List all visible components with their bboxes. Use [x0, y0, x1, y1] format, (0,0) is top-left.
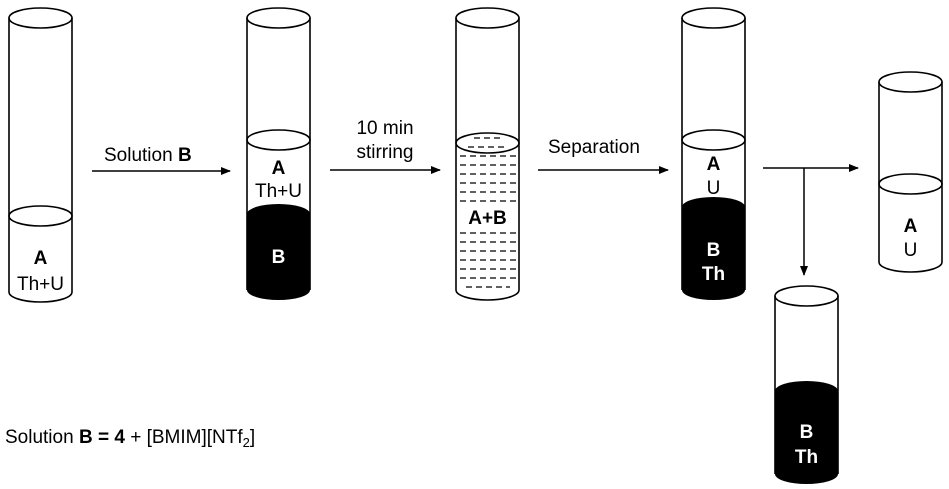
tube-2-label-a: A: [272, 158, 286, 179]
result-a-label-a: A: [904, 216, 918, 237]
arrow-3-label: Separation: [548, 137, 640, 158]
split-arrow: [763, 164, 859, 276]
tube-2-label-thu: Th+U: [255, 181, 302, 202]
tube-1-label-a: A: [34, 248, 48, 269]
result-tube-b: B Th: [774, 285, 839, 484]
tube-3-label-plus: +: [482, 208, 493, 229]
arrow-1-text: Solution: [104, 145, 178, 166]
arrow-2: 10 min stirring: [330, 118, 441, 174]
footnote-prefix: Solution: [5, 427, 79, 448]
arrow-3: Separation: [538, 137, 669, 174]
tube-4-label-a: A: [707, 154, 721, 175]
tube-3-label-b: B: [493, 208, 507, 229]
arrow-2-line2: stirring: [356, 142, 413, 163]
tube-2-phase-b: [247, 204, 310, 300]
result-b-label-b: B: [800, 422, 814, 443]
footnote-close: ]: [249, 427, 256, 448]
arrow-2-line1: 10 min: [356, 118, 413, 139]
result-b-label-th: Th: [795, 447, 818, 468]
arrow-1-label: Solution B: [104, 145, 192, 166]
result-tube-a: A U: [878, 71, 943, 273]
tube-4-phase-b: [682, 197, 745, 300]
tube-3-label-a: A: [468, 208, 482, 229]
footnote-b: B: [78, 427, 93, 448]
tube-1: A Th+U: [8, 7, 73, 303]
tube-2-label-b: B: [272, 247, 286, 268]
result-b-phase: [775, 381, 838, 484]
tube-4: A U B Th: [681, 7, 746, 300]
footnote-four: 4: [114, 427, 125, 448]
tube-4-label-u: U: [707, 178, 721, 199]
tube-4-label-b: B: [707, 240, 721, 261]
tube-3-label: A+B: [468, 208, 507, 229]
tube-1-label-thu: Th+U: [17, 274, 64, 295]
footnote-plus: + [BMIM][NTf: [124, 427, 243, 448]
footnote: Solution B = 4 + [BMIM][NTf2]: [5, 427, 255, 450]
footnote-sub: 2: [242, 435, 250, 450]
tube-2: A Th+U B: [246, 7, 311, 300]
footnote-eq: =: [92, 427, 115, 448]
result-a-label-u: U: [904, 240, 918, 261]
tube-4-label-th: Th: [702, 264, 725, 285]
tube-3: A+B: [455, 7, 520, 301]
arrow-1: Solution B: [92, 145, 231, 175]
arrow-1-bold: B: [178, 145, 192, 166]
emulsion-dashes: [460, 137, 516, 288]
